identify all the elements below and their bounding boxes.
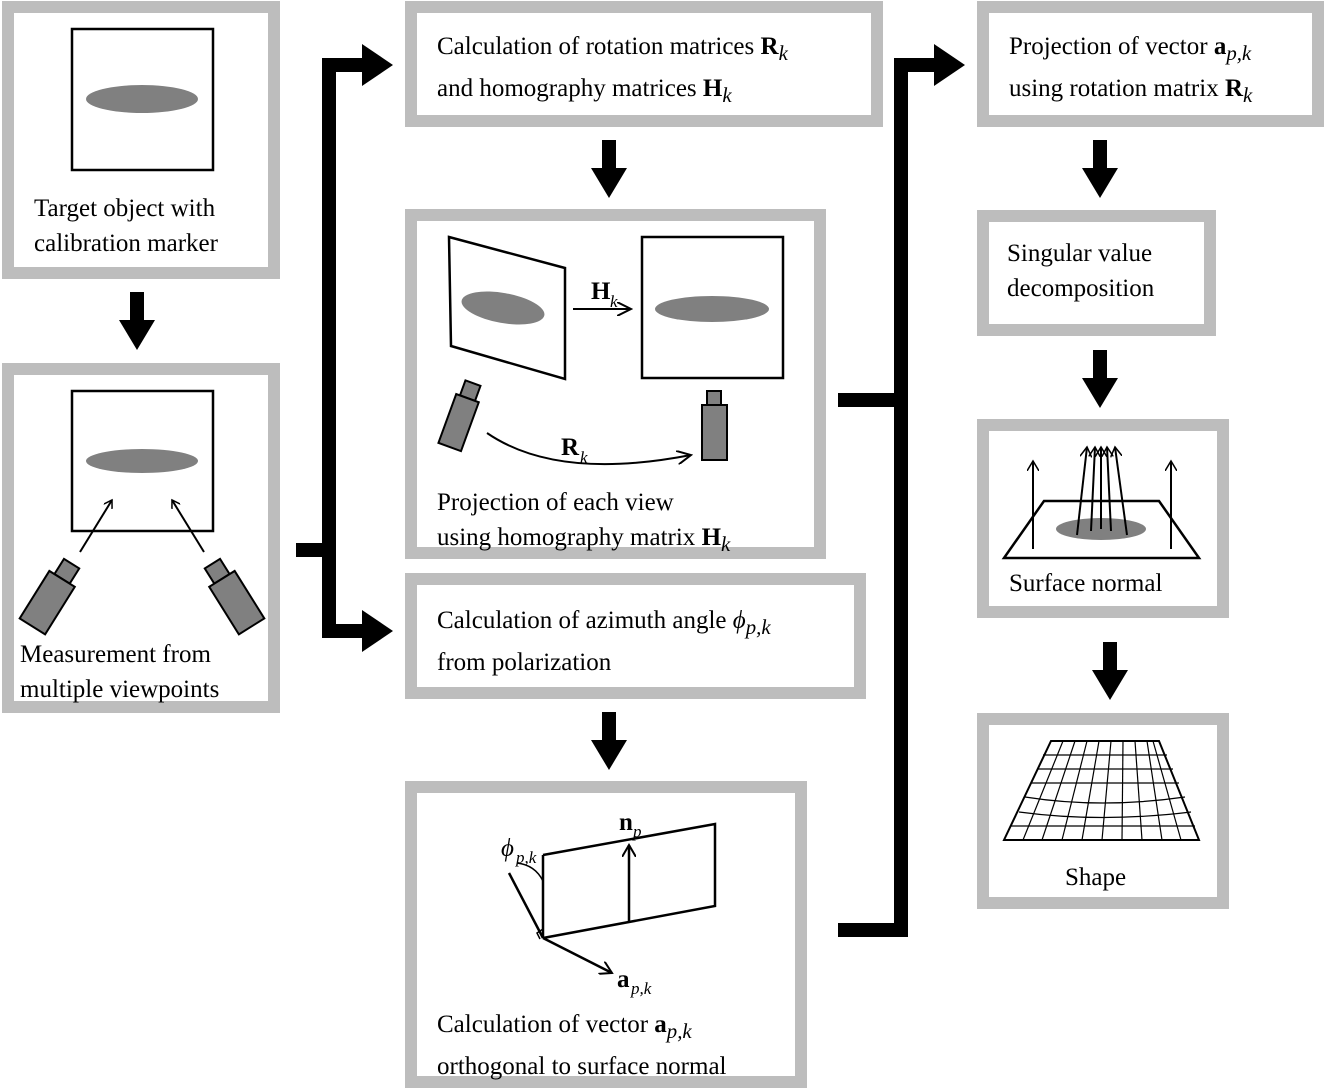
branch-measurement-to-middle [296,44,393,652]
projection-view-symbol-h-sub: k [721,532,731,556]
svd-line1: Singular value [1007,240,1153,267]
rotation-symbol-r-sub: k [778,41,788,65]
arrow-down-normal-to-shape [1092,642,1128,700]
label-n: n [619,809,633,836]
rotation-symbol-r: R [760,33,779,60]
projection-vector-symbol-r-sub: k [1243,83,1253,107]
projection-vector-line2-text: using rotation matrix [1009,75,1225,102]
measurement-line2: multiple viewpoints [20,676,220,703]
azimuth-box: Calculation of azimuth angle ϕp,k from p… [405,573,866,699]
projection-view-illustration: H k R k [437,235,785,467]
azimuth-line1-text: Calculation of azimuth angle [437,607,733,634]
label-h-sub: k [610,292,618,311]
label-phi-sub: p,k [515,848,537,867]
projection-view-symbol-h: H [701,524,722,551]
arrow-down-azimuth-to-vector [591,712,627,770]
projection-view-box: H k R k Projection of each view using ho… [405,209,826,559]
surface-normal-illustration [1001,431,1202,560]
merge-middle-to-right [838,44,965,937]
label-h: H [591,278,611,305]
arrow-down-rotation-to-projection [591,140,627,198]
label-n-sub: p [632,822,642,841]
target-object-box: Target object with calibration marker [2,1,280,279]
vector-line1-text: Calculation of vector [437,1011,655,1038]
label-r: R [561,434,580,461]
shape-mesh-illustration [1002,740,1201,841]
measurement-box: Measurement from multiple viewpoints [2,363,280,713]
homography-symbol-h-sub: k [722,83,732,107]
projection-vector-box: Projection of vector ap,k using rotation… [977,1,1324,127]
vector-calculation-illustration: ϕ p,k n p a p,k [501,809,717,998]
projection-vector-symbol-a-sub: p,k [1226,41,1252,65]
target-object-illustration [70,27,215,172]
shape-label: Shape [1065,864,1127,891]
projection-vector-symbol-a: a [1213,33,1227,60]
vector-calculation-box: ϕ p,k n p a p,k Calculation of vector ap… [405,781,807,1088]
vector-line2: orthogonal to surface normal [437,1053,727,1080]
vector-symbol-a-sub: p,k [666,1019,692,1043]
azimuth-symbol-phi-sub: p,k [745,615,771,639]
arrow-down-svd-to-normal [1082,350,1118,408]
projection-vector-line1-text: Projection of vector [1009,33,1214,60]
projection-view-line1: Projection of each view [437,489,674,516]
label-r-sub: k [580,448,588,467]
label-a: a [617,966,630,993]
svd-box: Singular value decomposition [977,210,1216,336]
azimuth-symbol-phi: ϕ [732,607,746,634]
rotation-line1-text: Calculation of rotation matrices [437,33,761,60]
azimuth-line2: from polarization [437,649,612,676]
arrow-down-projection-to-svd [1082,140,1118,198]
rotation-homography-box: Calculation of rotation matrices Rk and … [405,1,883,127]
target-object-line1: Target object with [34,195,216,222]
svd-line2: decomposition [1007,275,1155,302]
measurement-illustration [18,389,266,636]
homography-symbol-h: H [702,75,723,102]
projection-view-line2-text: using homography matrix [437,524,702,551]
label-phi: ϕ [501,835,514,862]
vector-symbol-a: a [654,1011,667,1038]
measurement-line1: Measurement from [20,641,211,668]
shape-box: Shape [977,713,1229,909]
arrow-down-target-to-measurement [119,292,155,350]
surface-normal-box: Surface normal [977,419,1229,618]
label-a-sub: p,k [630,979,652,998]
surface-normal-label: Surface normal [1009,570,1163,597]
projection-vector-symbol-r: R [1224,75,1244,102]
rotation-line2-text: and homography matrices [437,75,703,102]
target-object-line2: calibration marker [34,230,218,257]
